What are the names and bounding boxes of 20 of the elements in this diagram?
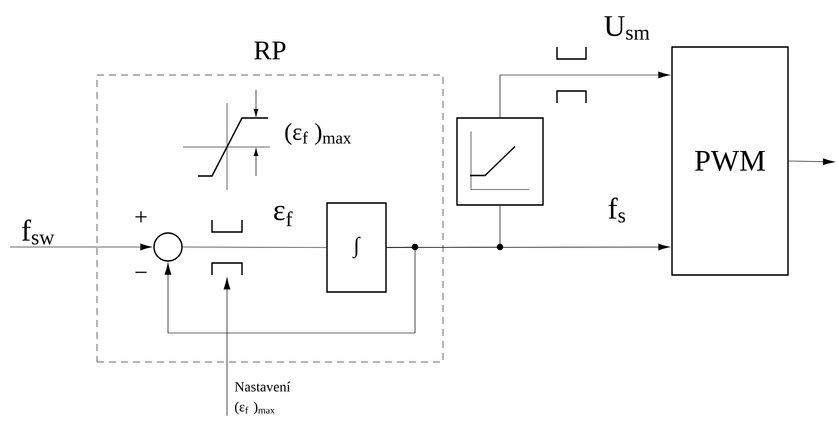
group-title: RP xyxy=(254,42,286,60)
summing-circle xyxy=(153,232,183,262)
edge-label: f$_{s}$ xyxy=(608,197,626,223)
limit-label: (ε$_{f}$ )$_{max}$ xyxy=(285,123,352,145)
arrow xyxy=(10,244,152,250)
setting-text: Nastavení (ε$_{f}$ )$_{max}$ xyxy=(234,382,290,414)
integrator-block: ∫ xyxy=(326,202,387,293)
edge-label: U$_{sm}$ xyxy=(604,16,650,40)
edge-label: ε$_{f}$ xyxy=(274,206,293,226)
arrow xyxy=(386,244,670,250)
arrow xyxy=(788,158,835,166)
pwm-block: PWM xyxy=(671,46,789,276)
arrow xyxy=(500,72,670,118)
edge-label: f$_{sw}$ xyxy=(22,219,54,245)
sign-label: − xyxy=(135,272,147,273)
arrow xyxy=(224,278,230,416)
arrow xyxy=(164,246,416,334)
limit-bracket xyxy=(211,262,243,275)
sign-label: + xyxy=(135,211,147,222)
limiter-block xyxy=(456,117,544,206)
